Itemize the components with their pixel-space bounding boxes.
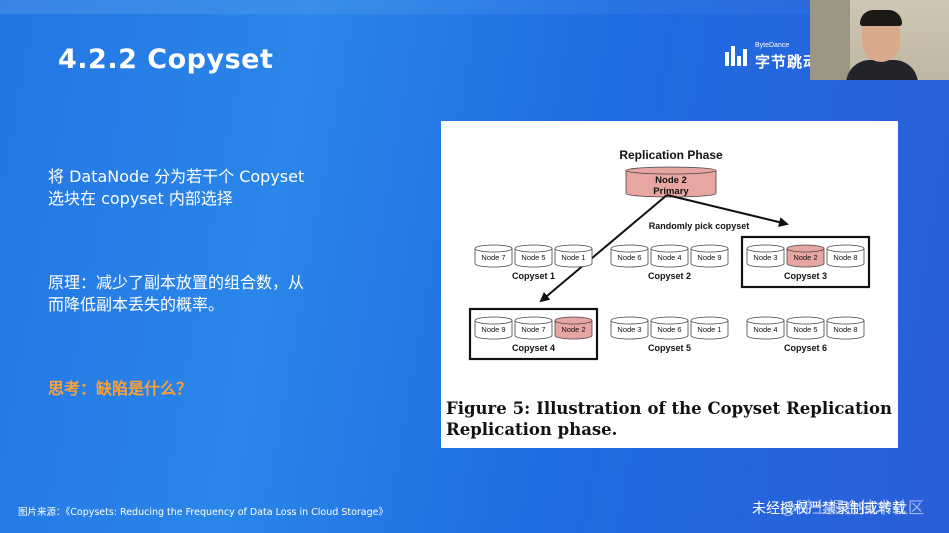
node-cylinder <box>826 244 865 268</box>
node-cylinder <box>650 244 689 268</box>
copyset-5: Node 3 Node 6 Node 1 Copyset 5 <box>610 316 729 353</box>
selected-copyset-box <box>740 235 871 289</box>
node-label: Node 5 <box>521 253 545 262</box>
node-label: Node 5 <box>793 325 817 334</box>
node-cylinder <box>690 316 729 340</box>
copyset-label: Copyset 1 <box>512 271 555 281</box>
node-label: Node 6 <box>657 325 681 334</box>
top-strip <box>0 0 949 14</box>
figure-caption-line2: Replication phase. <box>446 420 618 439</box>
content-block-2: 原理：减少了副本放置的组合数，从 而降低副本丢失的概率。 <box>48 272 304 316</box>
presenter-video <box>810 0 949 80</box>
bytedance-logo-icon <box>725 46 747 66</box>
copyset-label: Copyset 5 <box>648 343 691 353</box>
node-cylinder <box>554 244 593 268</box>
node-cylinder <box>474 316 513 340</box>
arrow-to-copyset-3 <box>666 194 789 227</box>
copyset-label: Copyset 6 <box>784 343 827 353</box>
figure-caption-line1: Figure 5: Illustration of the Copyset Re… <box>446 399 892 418</box>
node-label: Node 8 <box>833 253 857 262</box>
node-label: Node 3 <box>753 253 777 262</box>
copyset-1: Node 7 Node 5 Node 1 Copyset 1 <box>474 244 593 281</box>
thinking-question: 思考：缺陷是什么？ <box>48 379 193 398</box>
watermark: @稀土掘金技术社区 <box>780 498 925 517</box>
node-cylinder <box>610 316 649 340</box>
node-label: Node 1 <box>697 325 721 334</box>
node-label: Node 3 <box>617 325 641 334</box>
node-cylinder <box>610 244 649 268</box>
node-cylinder <box>514 244 553 268</box>
node-cylinder <box>786 244 825 268</box>
node-cylinder <box>474 244 513 268</box>
node-label: Node 8 <box>833 325 857 334</box>
content-line: 而降低副本丢失的概率。 <box>48 295 225 314</box>
node-label: Node 2 <box>793 253 817 262</box>
slide-title: 4.2.2 Copyset <box>58 44 274 75</box>
node-cylinder <box>826 316 865 340</box>
node-label: Node 9 <box>697 253 721 262</box>
selected-copyset-box <box>468 307 599 361</box>
copyright-notice: 未经授权严禁录制或转载 <box>752 501 906 517</box>
bytedance-logo: ByteDance 字节跳动 <box>725 42 818 72</box>
content-block-1: 将 DataNode 分为若干个 Copyset 选块在 copyset 内部选… <box>48 166 304 210</box>
node-cylinder <box>650 316 689 340</box>
phase-title: Replication Phase <box>619 148 723 162</box>
node-label: Node 4 <box>753 325 777 334</box>
primary-node-name: Node 2 <box>655 175 687 186</box>
node-cylinder <box>554 316 593 340</box>
node-label: Node 1 <box>561 253 585 262</box>
copyset-label: Copyset 2 <box>648 271 691 281</box>
copyset-6: Node 4 Node 5 Node 8 Copyset 6 <box>746 316 865 353</box>
copyset-label: Copyset 4 <box>512 343 555 353</box>
arrow-to-copyset-4 <box>539 194 668 303</box>
node-cylinder <box>786 316 825 340</box>
arrow-label: Randomly pick copyset <box>649 221 750 231</box>
image-source: 图片来源：《Copysets: Reducing the Frequency o… <box>18 507 388 518</box>
copyset-3: Node 3 Node 2 Node 8 Copyset 3 <box>740 235 871 289</box>
copyset-2: Node 6 Node 4 Node 9 Copyset 2 <box>610 244 729 281</box>
node-cylinder <box>690 244 729 268</box>
node-label: Node 7 <box>521 325 545 334</box>
node-label: Node 2 <box>561 325 585 334</box>
content-line: 原理：减少了副本放置的组合数，从 <box>48 273 305 292</box>
copyset-label: Copyset 3 <box>784 271 827 281</box>
node-cylinder <box>746 316 785 340</box>
copyset-4: Node 9 Node 7 Node 2 Copyset 4 <box>468 307 599 361</box>
node-label: Node 9 <box>481 325 505 334</box>
logo-text-cn: 字节跳动 <box>755 53 820 71</box>
primary-node-label: Primary <box>653 186 689 197</box>
node-label: Node 7 <box>481 253 505 262</box>
node-label: Node 6 <box>617 253 641 262</box>
content-line: 选块在 copyset 内部选择 <box>48 189 233 208</box>
node-label: Node 4 <box>657 253 681 262</box>
node-cylinder <box>514 316 553 340</box>
logo-text-en: ByteDance <box>755 42 790 49</box>
node-cylinder <box>746 244 785 268</box>
primary-node-cylinder <box>625 166 717 198</box>
content-line: 将 DataNode 分为若干个 Copyset <box>48 167 305 186</box>
